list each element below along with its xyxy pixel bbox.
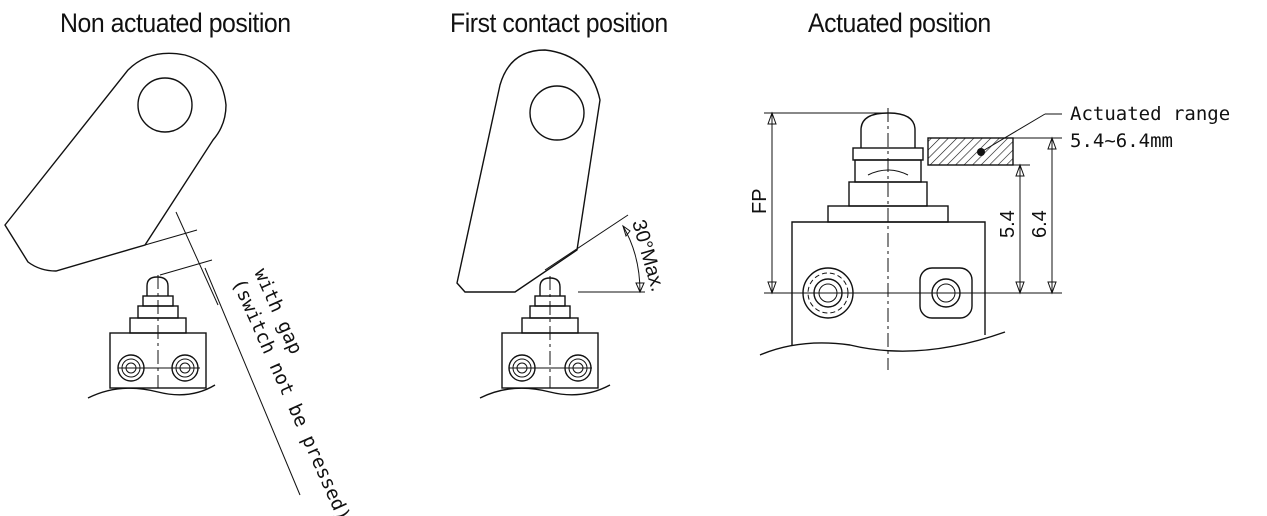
actuated-range-value: 5.4~6.4mm [1070,130,1173,152]
angle-dimension [544,214,645,294]
actuated-diagram [759,108,1062,370]
switch-non-actuated [87,275,216,399]
fp-label: FP [749,188,771,214]
dimension-lines [764,111,1062,295]
switch-actuated [759,108,1006,370]
actuated-range-label: Actuated range [1070,103,1230,125]
title-non-actuated-position: Non actuated position [60,8,291,38]
non-actuated-diagram [4,52,301,496]
gap-dimension [144,211,301,496]
title-first-contact-position: First contact position [450,8,668,38]
switch-first-contact [479,276,611,399]
angle-label: 30°Max. [627,217,668,294]
lever-first-contact [456,49,601,293]
title-actuated-position: Actuated position [808,8,991,38]
first-contact-diagram [456,49,645,399]
lever-non-actuated [4,52,227,272]
actuated-range-box [927,113,1062,166]
dim-5-4-label: 5.4 [997,210,1019,238]
dim-6-4-label: 6.4 [1029,210,1051,238]
